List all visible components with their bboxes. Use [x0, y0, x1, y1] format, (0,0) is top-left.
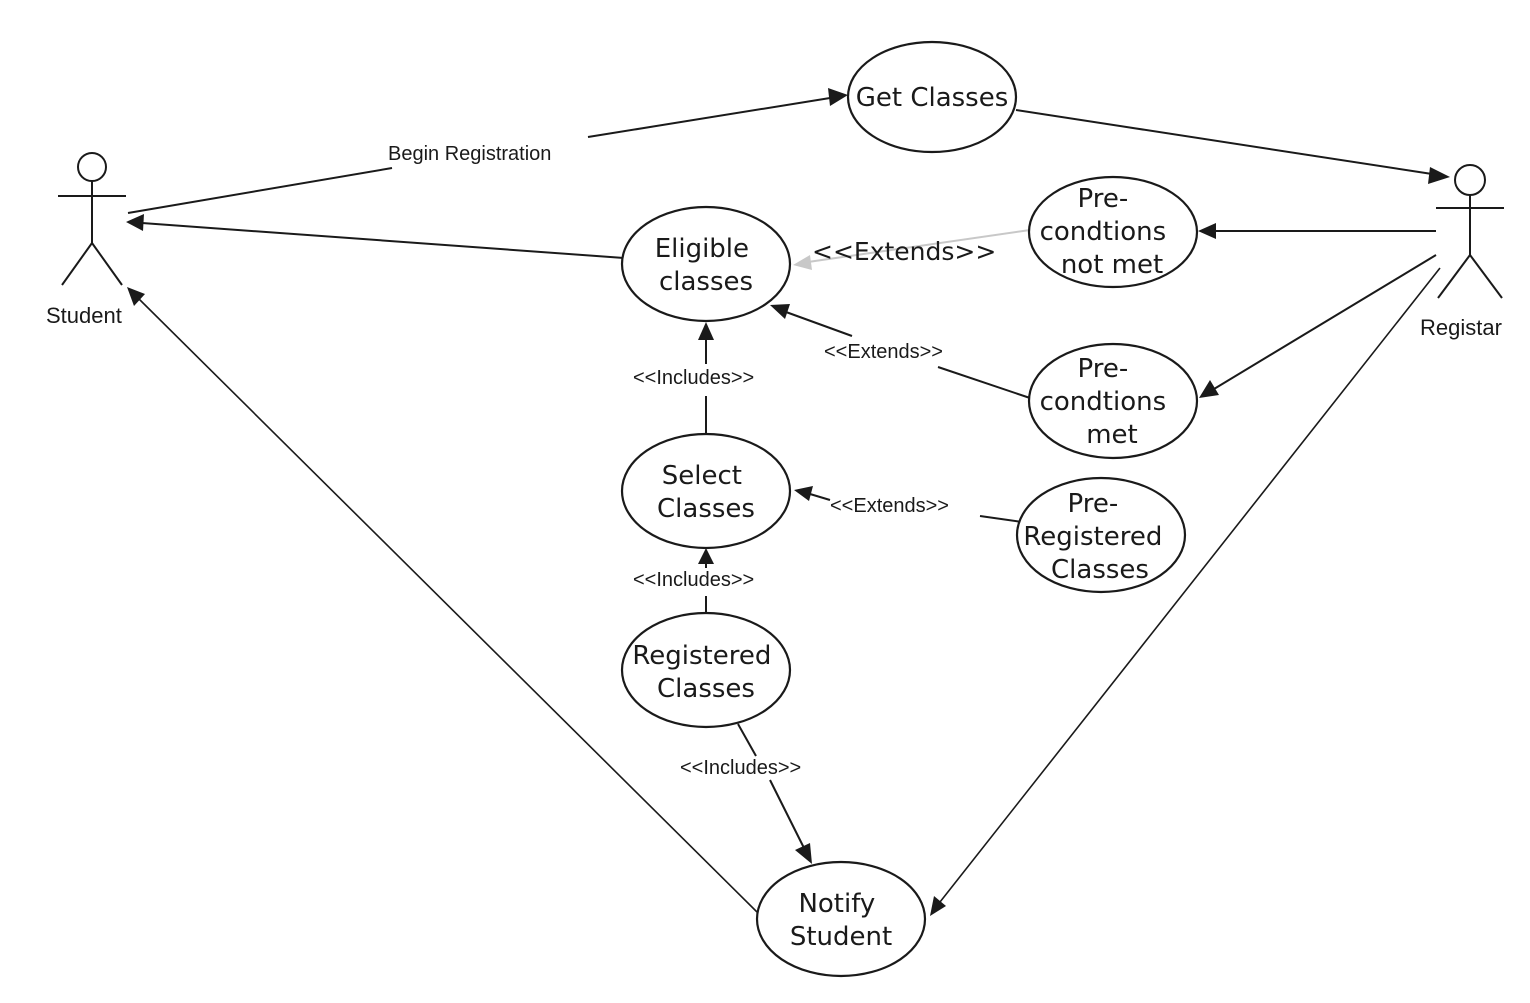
- svg-text:Get Classes: Get Classes: [856, 83, 1009, 113]
- use-case-registered-classes: Registered Classes: [620, 611, 792, 729]
- label-begin-registration: Begin Registration: [388, 143, 551, 165]
- edge-extends-not-met: <<Extends>>: [793, 229, 1031, 270]
- use-case-line: met: [1086, 420, 1138, 450]
- edge-extends-met: <<Extends>>: [770, 304, 1031, 399]
- use-case-line: Select: [662, 461, 742, 491]
- edge-notify-to-student: [127, 287, 759, 914]
- use-case-preconditions-not-met: Pre- condtions not met: [1027, 175, 1199, 289]
- use-case-line: condtions: [1040, 387, 1167, 417]
- label-extends-met: <<Extends>>: [824, 341, 943, 363]
- use-case-notify-student: Notify Student: [755, 860, 927, 978]
- actor-label-student: Student: [46, 303, 122, 328]
- edge-registrar-to-met: [1199, 254, 1437, 398]
- actor-student: Student: [46, 152, 126, 328]
- stick-figure-icon: [58, 152, 126, 286]
- svg-text:Notify Student: Notify Student: [790, 889, 892, 952]
- stick-figure-icon: [1436, 164, 1504, 299]
- label-includes-registered-select: <<Includes>>: [633, 569, 754, 591]
- use-case-line: Registered: [1023, 522, 1162, 552]
- use-case-preconditions-met: Pre- condtions met: [1027, 342, 1199, 460]
- edge-begin-registration: Begin Registration: [127, 88, 848, 214]
- use-case-line: Classes: [657, 494, 755, 524]
- label-includes-registered-notify: <<Includes>>: [680, 757, 801, 779]
- label-includes-select-eligible: <<Includes>>: [633, 367, 754, 389]
- edge-includes-registered-select: <<Includes>>: [633, 548, 754, 614]
- edge-eligible-to-student: [126, 214, 625, 259]
- svg-text:Pre- condtions not: Pre- condtions not met: [1040, 184, 1175, 280]
- use-case-line: Pre-: [1078, 354, 1129, 384]
- svg-text:Eligible classes: Eligible classes: [655, 234, 758, 297]
- svg-text:Registered Classes: Registered Classes: [632, 641, 779, 704]
- label-extends-not-met: <<Extends>>: [812, 237, 996, 266]
- use-case-eligible-classes: Eligible classes: [620, 205, 792, 323]
- use-case-pre-registered-classes: Pre- Registered Classes: [1015, 476, 1187, 594]
- use-case-line: classes: [659, 267, 753, 297]
- use-case-line: not met: [1061, 250, 1163, 280]
- actor-registrar: Registar: [1420, 164, 1504, 340]
- svg-text:Pre- condtions met: Pre- condtions met: [1040, 354, 1175, 450]
- svg-text:Select Classes: Select Classes: [657, 461, 755, 524]
- use-case-line: Pre-: [1078, 184, 1129, 214]
- use-case-line: Registered: [632, 641, 771, 671]
- use-case-line: Eligible: [655, 234, 749, 264]
- use-case-line: Get Classes: [856, 83, 1009, 113]
- use-case-line: Classes: [1051, 555, 1149, 585]
- use-case-line: condtions: [1040, 217, 1167, 247]
- svg-text:Pre- Registered Cl: Pre- Registered Classes: [1023, 489, 1170, 585]
- edge-extends-pre-registered: <<Extends>>: [794, 486, 1023, 523]
- edge-registrar-to-notify: [930, 267, 1441, 916]
- actor-label-registrar: Registar: [1420, 315, 1502, 340]
- edge-includes-registered-notify: <<Includes>>: [680, 723, 812, 864]
- use-case-line: Student: [790, 922, 892, 952]
- use-case-select-classes: Select Classes: [620, 432, 792, 550]
- use-case-line: Notify: [798, 889, 875, 919]
- edge-get-classes-to-registrar: [1015, 109, 1450, 184]
- use-case-line: Classes: [657, 674, 755, 704]
- use-case-get-classes: Get Classes: [846, 40, 1018, 154]
- use-case-line: Pre-: [1068, 489, 1119, 519]
- edge-registrar-to-not-met: [1198, 223, 1436, 239]
- edge-includes-select-eligible: <<Includes>>: [633, 322, 754, 434]
- label-extends-pre-registered: <<Extends>>: [830, 495, 949, 517]
